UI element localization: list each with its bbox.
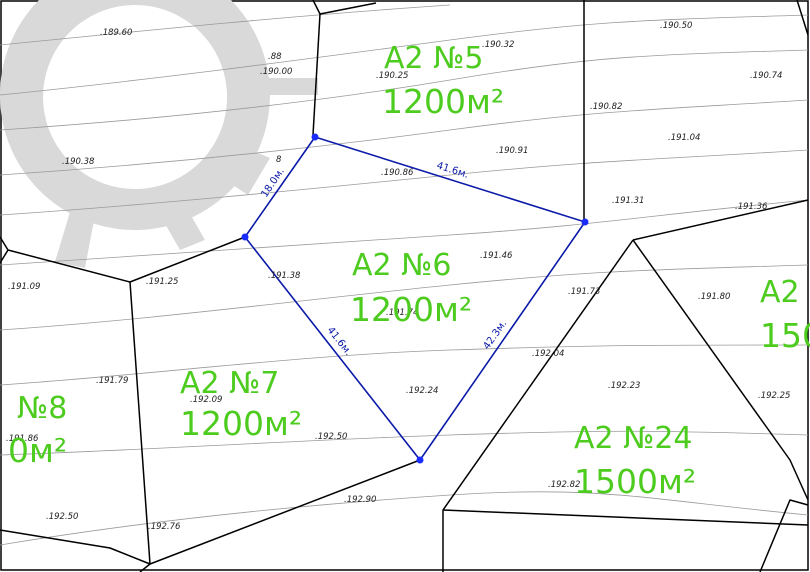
- plot-area: 0м²: [8, 431, 67, 470]
- elevation-label: .191.38: [268, 271, 301, 281]
- plot-name: A2 №24: [574, 421, 693, 456]
- elevation-label: .190.91: [496, 146, 528, 156]
- elevation-label: .190.86: [381, 168, 414, 178]
- plot-label-8[interactable]: №8 0м²: [8, 391, 67, 470]
- vertex-handle[interactable]: [241, 233, 249, 241]
- vertex-handle[interactable]: [416, 456, 424, 464]
- plot-label-edge[interactable]: A2 150: [760, 275, 810, 355]
- elevation-label: .190.38: [62, 157, 95, 167]
- plot-name: A2 №7: [180, 366, 279, 401]
- plot-label-6[interactable]: A2 №6 1200м²: [350, 248, 472, 329]
- plot-labels: A2 №5 1200м² A2 №6 1200м² A2 №7 1200м² №…: [8, 41, 810, 501]
- elevation-label: .190.00: [260, 67, 292, 77]
- vertex-handle[interactable]: [581, 218, 589, 226]
- elevation-label: .190.25: [376, 71, 408, 81]
- elevation-label: .192.24: [406, 386, 438, 396]
- vertex-handle[interactable]: [311, 133, 319, 141]
- elevation-label: .191.09: [8, 282, 40, 292]
- plot-label-7[interactable]: A2 №7 1200м²: [180, 366, 302, 443]
- elevation-labels: .189.60 .88 .190.00 .190.32 .190.25 .190…: [6, 21, 790, 532]
- elevation-label: .190.74: [750, 71, 782, 81]
- plot-name: A2 №5: [384, 41, 483, 76]
- elevation-label: .192.09: [190, 395, 222, 405]
- elevation-label: .192.82: [548, 480, 580, 490]
- elevation-label: .192.23: [608, 381, 640, 391]
- elevation-label: .191.46: [480, 251, 513, 261]
- elevation-label: .190.50: [660, 21, 692, 31]
- elevation-label: .192.76: [148, 522, 181, 532]
- plot-label-5[interactable]: A2 №5 1200м²: [382, 41, 504, 121]
- elevation-label: .191.86: [6, 434, 39, 444]
- plot-name: A2: [760, 275, 800, 310]
- elevation-label: .192.04: [532, 349, 564, 359]
- elevation-label: 8: [276, 155, 282, 165]
- plot-area: 1200м²: [350, 290, 472, 329]
- plot-area: 150: [760, 316, 810, 355]
- plot-area: 1200м²: [180, 404, 302, 443]
- plot-name: A2 №6: [352, 248, 451, 283]
- elevation-label: .191.36: [735, 202, 768, 212]
- roundabout: [0, 0, 318, 268]
- plot-name: №8: [17, 391, 67, 426]
- elevation-label: .190.32: [482, 40, 514, 50]
- elevation-label: .191.04: [668, 133, 700, 143]
- elevation-label: .192.25: [758, 391, 790, 401]
- selected-plot-6[interactable]: [241, 133, 589, 464]
- elevation-label: .189.60: [100, 28, 132, 38]
- plot-area: 1200м²: [382, 82, 504, 121]
- plot-label-24[interactable]: A2 №24 1500м²: [574, 421, 696, 501]
- elevation-label: .192.50: [46, 512, 78, 522]
- elevation-label: .192.50: [315, 432, 347, 442]
- elevation-label: .192.90: [344, 495, 376, 505]
- plot-area: 1500м²: [574, 462, 696, 501]
- elevation-label: .191.79: [96, 376, 128, 386]
- elevation-label: .191.31: [612, 196, 644, 206]
- elevation-label: .191.74: [386, 308, 418, 318]
- elevation-label: .190.82: [590, 102, 622, 112]
- elevation-label: .191.25: [146, 277, 178, 287]
- elevation-label: .191.80: [698, 292, 730, 302]
- elevation-label: .191.73: [568, 287, 600, 297]
- elevation-label: .88: [268, 52, 282, 62]
